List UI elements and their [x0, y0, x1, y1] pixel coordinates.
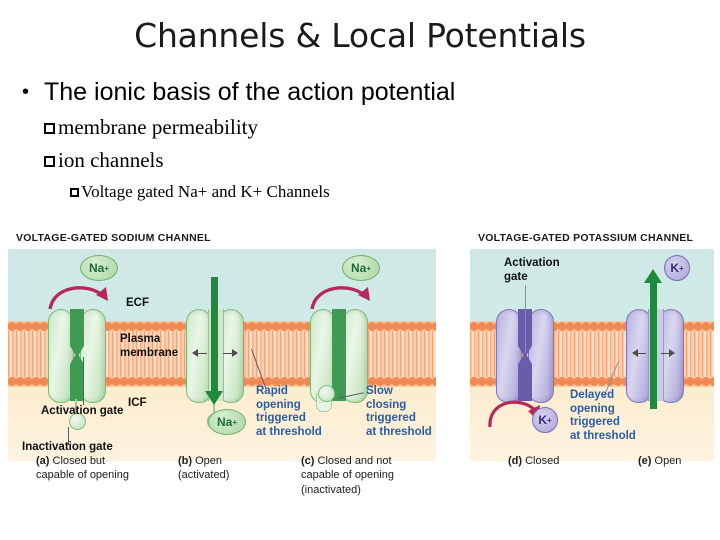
channel-pore-closed: [70, 309, 84, 401]
plasma-membrane-label-line2: membrane: [120, 347, 179, 359]
square-bullet-icon: [44, 122, 55, 134]
bullet-list: • The ionic basis of the action potential…: [0, 78, 720, 203]
inactivation-gate-ball: [69, 413, 86, 430]
caption-a: (a) Closed but capable of opening: [36, 455, 129, 482]
page-title: Channels & Local Potentials: [134, 16, 586, 55]
potassium-flow-arrow-head: [644, 269, 662, 283]
activation-gate-label-line1: Activation: [504, 257, 560, 269]
sodium-flow-arrow-shaft: [211, 277, 218, 395]
potassium-channel-panel: VOLTAGE-GATED POTASSIUM CHANNEL Activati…: [470, 232, 714, 467]
inactivation-gate-label: Inactivation gate: [22, 441, 113, 453]
channel-lobe-left: [626, 309, 652, 403]
bullet-level1: • The ionic basis of the action potential: [22, 78, 720, 107]
slow-closing-annotation: Slow closing triggered at threshold: [366, 385, 432, 438]
caption-c: (c) Closed and not capable of opening (i…: [301, 455, 394, 496]
lipid-heads-outer: [470, 321, 714, 332]
bullet-level2-a-label: membrane permeability: [58, 114, 259, 139]
bullet-dot-icon: •: [22, 81, 30, 103]
bullet-level2-b-label: ion channels: [58, 148, 164, 172]
gate-motion-arrow-right: [658, 349, 675, 358]
potassium-panel-stage: Activation gate K+: [470, 249, 714, 461]
potassium-panel-heading: VOLTAGE-GATED POTASSIUM CHANNEL: [478, 232, 694, 244]
bullet-level3-voltage-gated: Voltage gated Na+ and K+ Channels: [70, 181, 720, 202]
square-bullet-icon: [70, 188, 79, 198]
activation-gate-leader: [83, 357, 84, 405]
sodium-ion-b: Na+: [208, 409, 246, 435]
caption-e: (e) Open: [638, 455, 682, 467]
sodium-ion-a: Na+: [80, 255, 118, 281]
potassium-ion-d: K+: [532, 407, 558, 433]
inactivation-gate-leader: [68, 427, 69, 445]
channel-lobe-left: [48, 309, 74, 403]
channel-pore-closed: [518, 309, 532, 401]
caption-d: (d) Closed: [508, 455, 560, 467]
square-bullet-icon: [44, 156, 55, 167]
bullet-level3-label: Voltage gated Na+ and K+ Channels: [81, 182, 330, 202]
activation-gate-label: Activation gate: [41, 405, 124, 417]
delayed-opening-annotation: Delayed opening triggered at threshold: [570, 389, 636, 442]
sodium-influx-arrow-a: [48, 286, 108, 310]
sodium-ion-c: Na+: [342, 255, 380, 281]
activation-gate-leader: [525, 285, 527, 353]
inactivation-gate-ball-plugging: [318, 385, 335, 402]
lipid-heads-inner: [470, 376, 714, 387]
potassium-flow-arrow-shaft: [650, 283, 657, 409]
bullet-level2-ion-channels: ion channels: [44, 147, 720, 173]
bullet-level1-label: The ionic basis of the action potential: [44, 78, 456, 106]
potassium-channel-closed: [496, 309, 554, 403]
inactivation-chain: [213, 399, 215, 415]
sodium-channel-inactivated: [310, 309, 368, 403]
gate-motion-arrow-left: [192, 349, 210, 358]
sodium-panel-stage: ECF Plasma membrane ICF Na+: [8, 249, 436, 461]
icf-label: ICF: [128, 397, 147, 409]
sodium-panel-heading: VOLTAGE-GATED SODIUM CHANNEL: [16, 232, 211, 244]
channel-lobe-right: [528, 309, 554, 403]
inactivation-chain: [75, 399, 77, 415]
bullet-level2-membrane-permeability: membrane permeability: [44, 114, 720, 140]
sodium-influx-arrow-c: [310, 286, 370, 310]
figure: VOLTAGE-GATED SODIUM CHANNEL ECF Plasma …: [0, 232, 720, 532]
caption-b: (b) Open (activated): [178, 455, 230, 482]
ecf-label: ECF: [126, 297, 149, 309]
rapid-opening-annotation: Rapid opening triggered at threshold: [256, 385, 322, 438]
sodium-flow-arrow-head: [205, 391, 223, 405]
sodium-channel-closed: [48, 309, 106, 403]
gate-motion-arrow-left: [632, 349, 649, 358]
activation-gate-label-line2: gate: [504, 271, 528, 283]
potassium-ion-e: K+: [664, 255, 690, 281]
channel-pore-inactivated: [332, 309, 346, 401]
channel-lobe-right: [80, 309, 106, 403]
sodium-channel-panel: VOLTAGE-GATED SODIUM CHANNEL ECF Plasma …: [8, 232, 436, 496]
plasma-membrane-label-line1: Plasma: [120, 333, 161, 345]
gate-motion-arrow-right: [220, 349, 238, 358]
